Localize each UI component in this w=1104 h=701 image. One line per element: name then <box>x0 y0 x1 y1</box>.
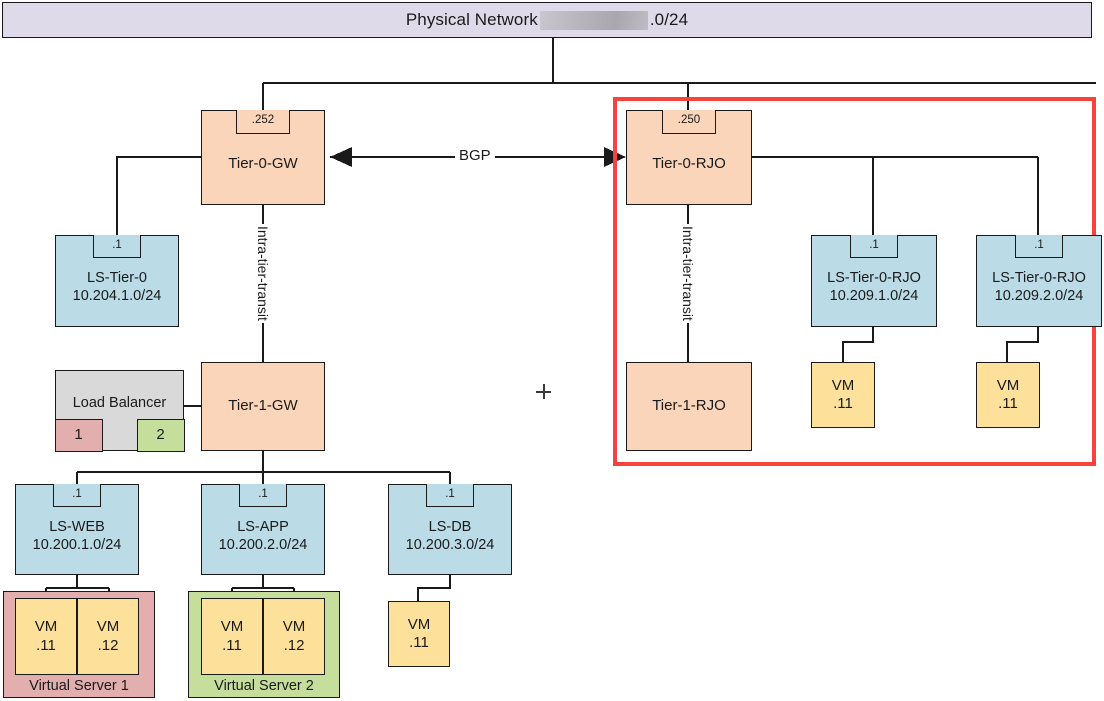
vm-title: VM <box>282 618 306 636</box>
node-tier-1-gw[interactable]: Tier-1-GW <box>201 362 325 451</box>
node-label: LS-Tier-0-RJO 10.209.1.0/24 <box>827 256 921 305</box>
node-subnet: 10.204.1.0/24 <box>72 288 162 304</box>
ip-tab-label: .250 <box>677 114 701 127</box>
page-title-prefix: Physical Network <box>405 10 538 29</box>
node-subnet: 10.200.2.0/24 <box>218 536 308 553</box>
node-label: LS-Tier-0 10.204.1.0/24 <box>73 256 162 305</box>
node-vm-db[interactable]: VM .11 <box>388 601 450 667</box>
node-label: Tier-1-RJO <box>652 397 726 415</box>
node-load-balancer[interactable]: Load Balancer 1 2 <box>54 370 185 452</box>
ip-tab-ls-tier-0-rjo-1: .1 <box>850 234 898 258</box>
node-title: LS-DB <box>428 518 472 535</box>
node-subnet: 10.200.3.0/24 <box>405 536 495 553</box>
vm-title: VM <box>831 376 855 394</box>
node-title: LS-Tier-0-RJO <box>992 270 1086 287</box>
node-label: LS-APP 10.200.2.0/24 <box>219 505 308 554</box>
node-label: Tier-0-RJO <box>652 155 726 173</box>
ip-tab-label: .1 <box>1034 238 1044 251</box>
crosshair-cursor-icon <box>536 384 551 399</box>
node-subnet: 10.209.2.0/24 <box>994 288 1084 304</box>
vm-title: VM <box>96 618 120 636</box>
node-title: LS-Tier-0 <box>87 270 147 287</box>
node-label: LS-WEB 10.200.1.0/24 <box>33 505 122 554</box>
lb-pool-1[interactable]: 1 <box>54 418 103 452</box>
node-ls-app[interactable]: .1 LS-APP 10.200.2.0/24 <box>201 483 325 575</box>
node-subnet: 10.200.1.0/24 <box>32 536 122 553</box>
ip-tab-ls-tier-0-rjo-2: .1 <box>1015 234 1063 258</box>
node-label: Tier-1-GW <box>228 397 298 415</box>
node-label: LS-Tier-0-RJO 10.209.2.0/24 <box>992 256 1086 305</box>
ip-tab-ls-db: .1 <box>426 483 474 507</box>
vm-title: VM <box>34 618 58 636</box>
vm-ip: .12 <box>97 636 119 654</box>
lb-pool-2[interactable]: 2 <box>136 418 185 452</box>
node-tier-0-rjo[interactable]: .250 Tier-0-RJO <box>626 109 752 205</box>
ip-tab-ls-app: .1 <box>239 483 287 507</box>
ip-tab-tier-0-rjo: .250 <box>662 109 716 134</box>
node-vm-app-1[interactable]: VM .11 <box>201 598 263 675</box>
node-title: LS-Tier-0-RJO <box>827 270 921 287</box>
ip-tab-tier-0-gw: .252 <box>236 109 290 134</box>
node-ls-web[interactable]: .1 LS-WEB 10.200.1.0/24 <box>15 483 139 575</box>
node-vm-app-2[interactable]: VM .12 <box>263 598 325 675</box>
node-vm-web-2[interactable]: VM .12 <box>77 598 139 675</box>
ip-tab-label: .1 <box>72 487 82 500</box>
vm-ip: .11 <box>998 395 1018 412</box>
vm-title: VM <box>407 615 431 633</box>
page-title: Physical Network .0/24 <box>2 2 1092 38</box>
vm-ip: .11 <box>833 395 853 412</box>
vm-ip: .11 <box>222 636 242 654</box>
edge-label-bgp: BGP <box>455 147 495 164</box>
ip-tab-ls-web: .1 <box>53 483 101 507</box>
node-subnet: 10.209.1.0/24 <box>829 288 919 304</box>
vm-title: VM <box>996 376 1020 394</box>
vm-ip: .11 <box>36 636 56 654</box>
node-tier-1-rjo[interactable]: Tier-1-RJO <box>626 362 752 451</box>
page-title-suffix: .0/24 <box>649 10 689 29</box>
node-ls-tier-0[interactable]: .1 LS-Tier-0 10.204.1.0/24 <box>55 234 179 327</box>
node-vm-rjo-1[interactable]: VM .11 <box>811 362 875 428</box>
node-ls-tier-0-rjo-2[interactable]: .1 LS-Tier-0-RJO 10.209.2.0/24 <box>976 234 1102 327</box>
node-vm-rjo-2[interactable]: VM .11 <box>976 362 1040 428</box>
node-title: LS-WEB <box>49 518 105 535</box>
load-balancer-label: Load Balancer <box>72 395 167 411</box>
node-vm-web-1[interactable]: VM .11 <box>15 598 77 675</box>
ip-tab-label: .1 <box>112 238 122 251</box>
node-ls-db[interactable]: .1 LS-DB 10.200.3.0/24 <box>388 483 512 575</box>
ip-tab-label: .1 <box>869 238 879 251</box>
ip-tab-label: .252 <box>251 114 275 127</box>
ip-tab-ls-tier-0: .1 <box>93 234 141 258</box>
edge-label-intra-tier-transit-right: Intra-tier-transit <box>680 224 696 323</box>
redacted-text-block <box>539 10 648 30</box>
node-title: LS-APP <box>237 518 289 535</box>
ip-tab-label: .1 <box>445 487 455 500</box>
vm-ip: .11 <box>409 634 429 651</box>
node-label: LS-DB 10.200.3.0/24 <box>406 505 495 554</box>
vm-title: VM <box>220 618 244 636</box>
node-ls-tier-0-rjo-1[interactable]: .1 LS-Tier-0-RJO 10.209.1.0/24 <box>811 234 937 327</box>
node-label: Tier-0-GW <box>228 155 298 173</box>
edge-label-intra-tier-transit-left: Intra-tier-transit <box>255 224 271 323</box>
vm-ip: .12 <box>283 636 305 654</box>
virtual-server-1-label: Virtual Server 1 <box>29 678 129 694</box>
node-tier-0-gw[interactable]: .252 Tier-0-GW <box>201 109 325 205</box>
ip-tab-label: .1 <box>258 487 268 500</box>
virtual-server-2-label: Virtual Server 2 <box>214 678 314 694</box>
